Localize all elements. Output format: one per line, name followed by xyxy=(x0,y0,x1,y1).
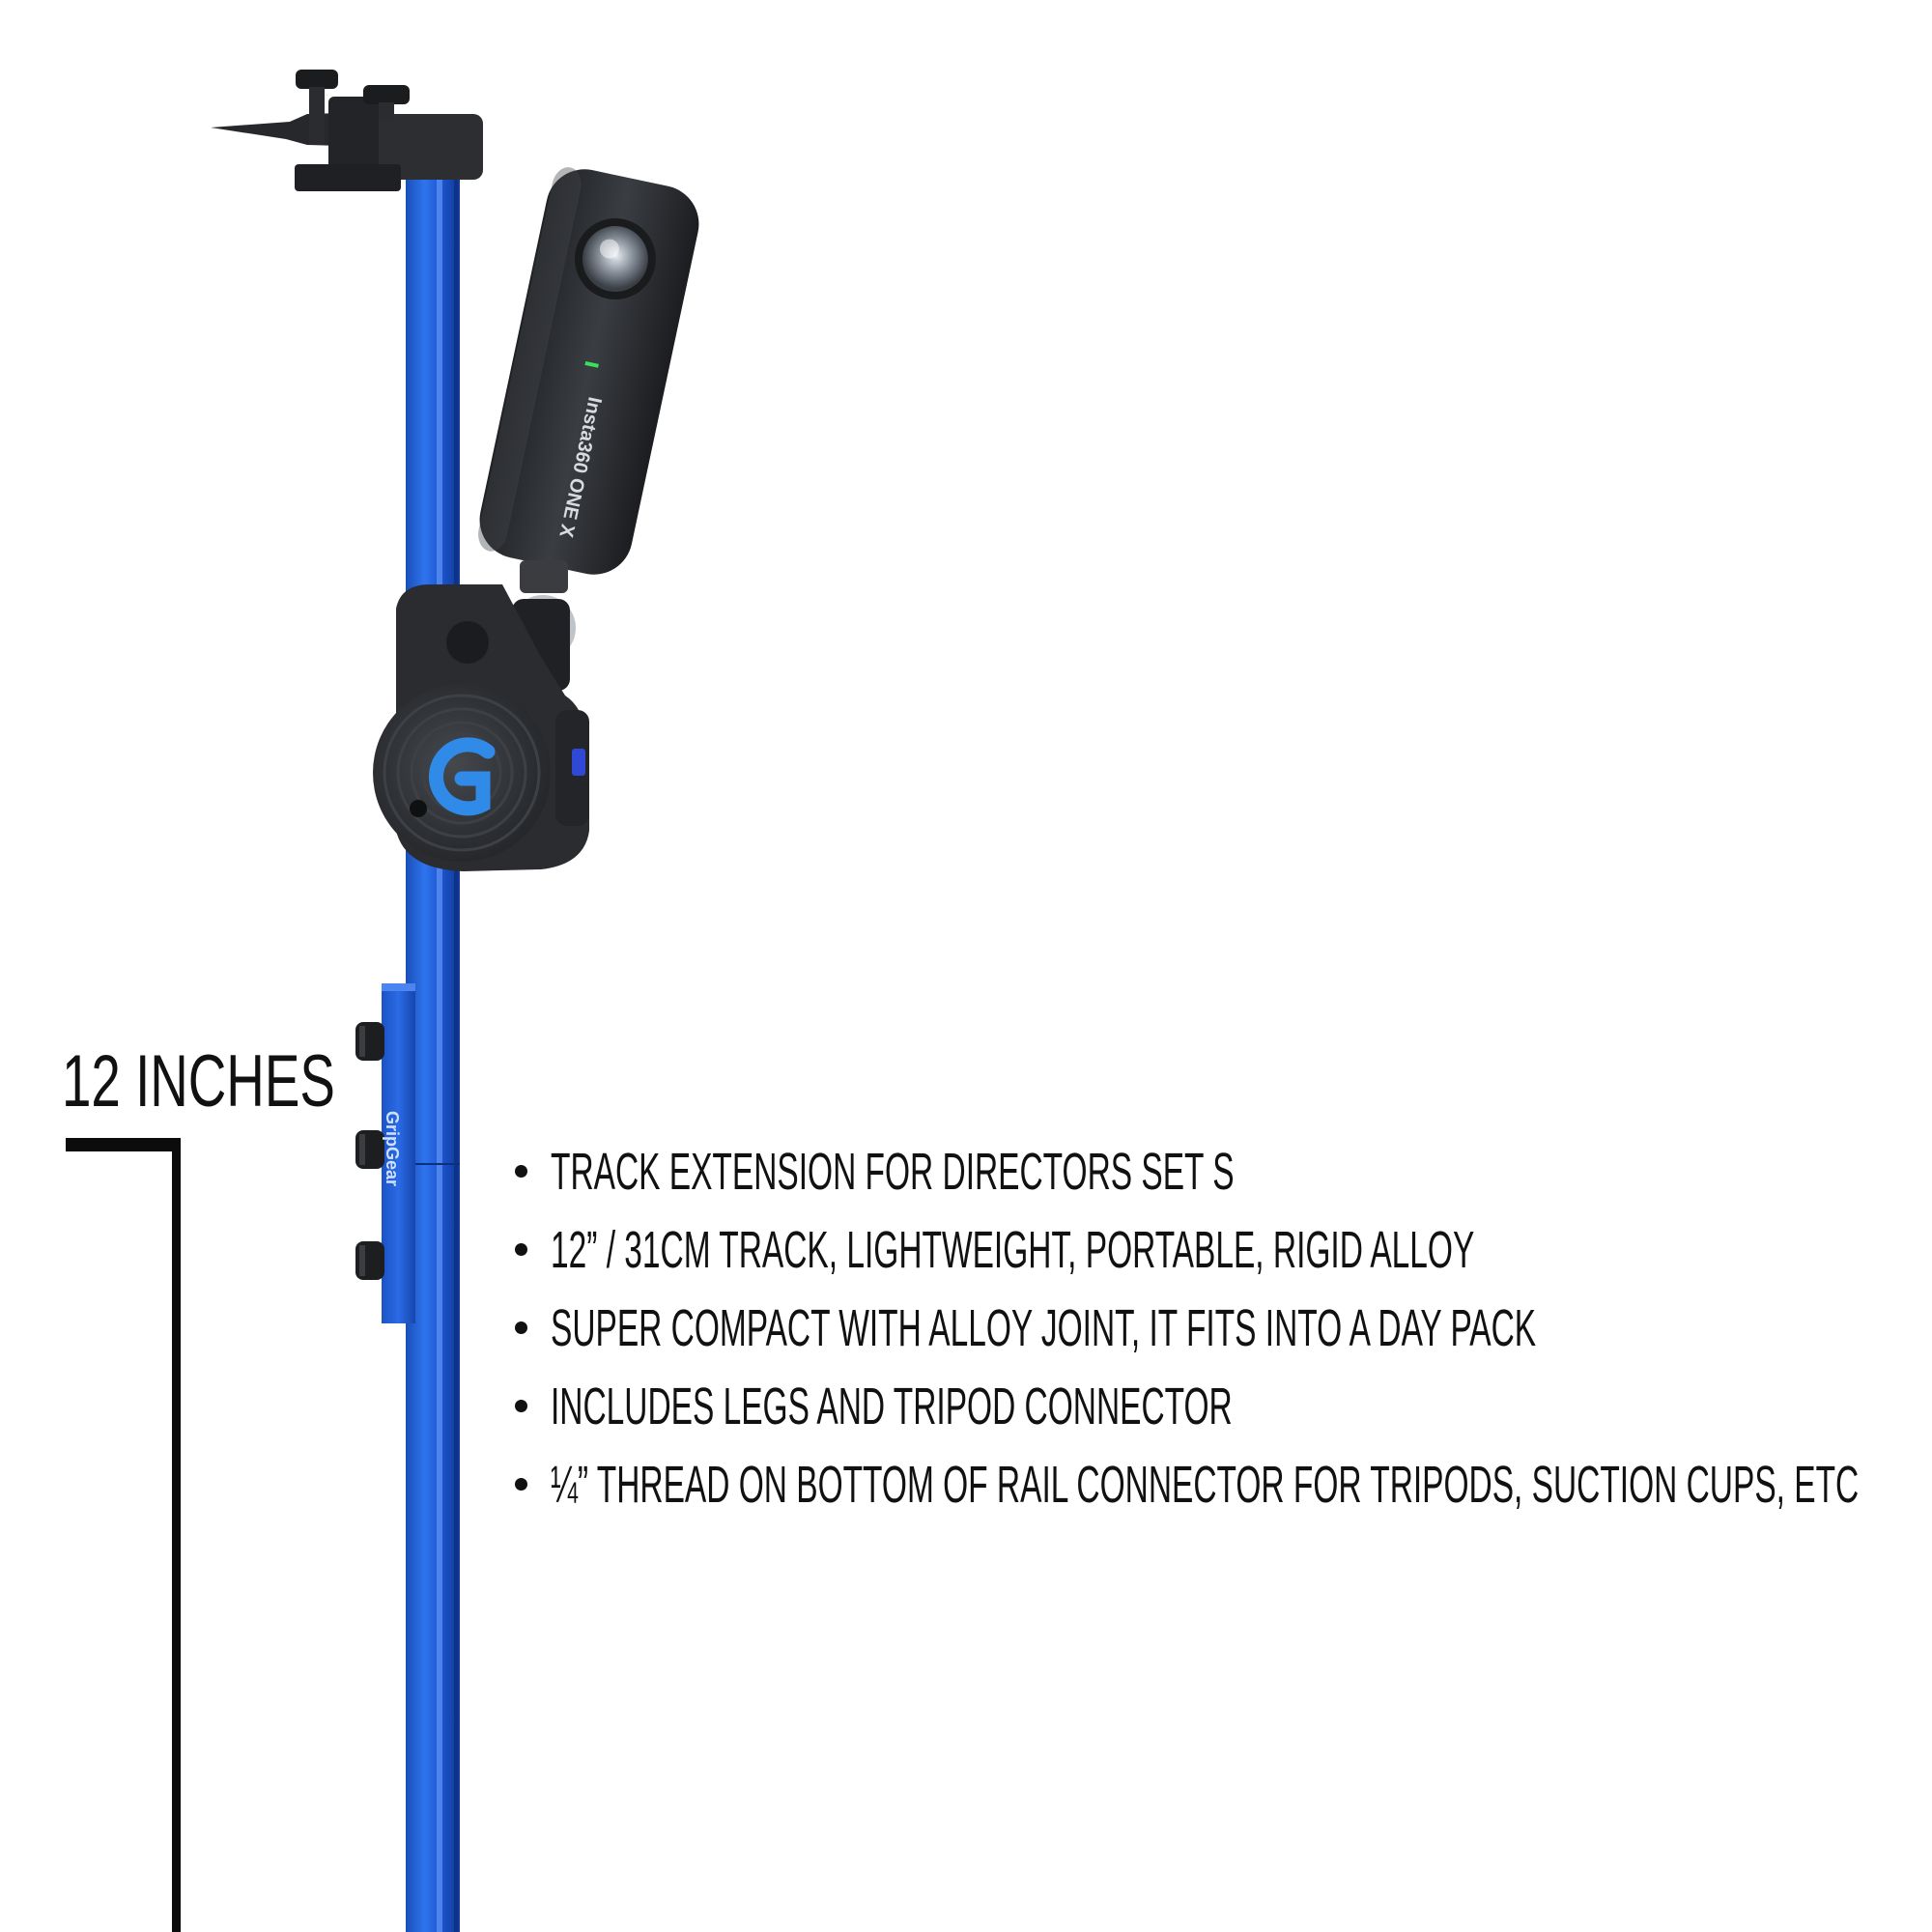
feature-item: 12” / 31CM TRACK, LIGHTWEIGHT, PORTABLE,… xyxy=(502,1210,1932,1289)
bullet-icon xyxy=(515,1400,527,1412)
feature-item: INCLUDES LEGS AND TRIPOD CONNECTOR xyxy=(502,1367,1932,1445)
gripgear-logo-icon xyxy=(429,737,496,816)
bullet-icon xyxy=(515,1165,527,1178)
feature-list: TRACK EXTENSION FOR DIRECTORS SET S 12” … xyxy=(502,1132,1932,1523)
clamp-knob-icon xyxy=(296,70,338,145)
feature-item: SUPER COMPACT WITH ALLOY JOINT, IT FITS … xyxy=(502,1289,1932,1367)
camera-360 xyxy=(478,167,699,575)
feature-text: SUPER COMPACT WITH ALLOY JOINT, IT FITS … xyxy=(551,1298,1537,1357)
bullet-icon xyxy=(515,1321,527,1334)
feature-item: ¼” THREAD ON BOTTOM OF RAIL CONNECTOR FO… xyxy=(502,1445,1932,1523)
dimension-label: 12 INCHES xyxy=(62,1040,335,1122)
rail-connector-block xyxy=(382,983,415,1323)
dimension-bracket xyxy=(66,1138,181,1932)
bullet-icon xyxy=(515,1478,527,1491)
top-clamp xyxy=(211,97,483,191)
connector-knob-icon xyxy=(355,1130,384,1169)
feature-text: 12” / 31CM TRACK, LIGHTWEIGHT, PORTABLE,… xyxy=(551,1220,1475,1279)
connector-knob-icon xyxy=(355,1022,384,1061)
clamp-knob-icon xyxy=(363,85,410,120)
feature-item: TRACK EXTENSION FOR DIRECTORS SET S xyxy=(502,1132,1932,1210)
feature-text: INCLUDES LEGS AND TRIPOD CONNECTOR xyxy=(551,1377,1233,1435)
feature-text: TRACK EXTENSION FOR DIRECTORS SET S xyxy=(551,1142,1235,1201)
bullet-icon xyxy=(515,1243,527,1256)
track-brand-text: GripGear xyxy=(383,1111,402,1186)
connector-knob-icon xyxy=(355,1241,384,1280)
feature-text: ¼” THREAD ON BOTTOM OF RAIL CONNECTOR FO… xyxy=(551,1455,1860,1514)
